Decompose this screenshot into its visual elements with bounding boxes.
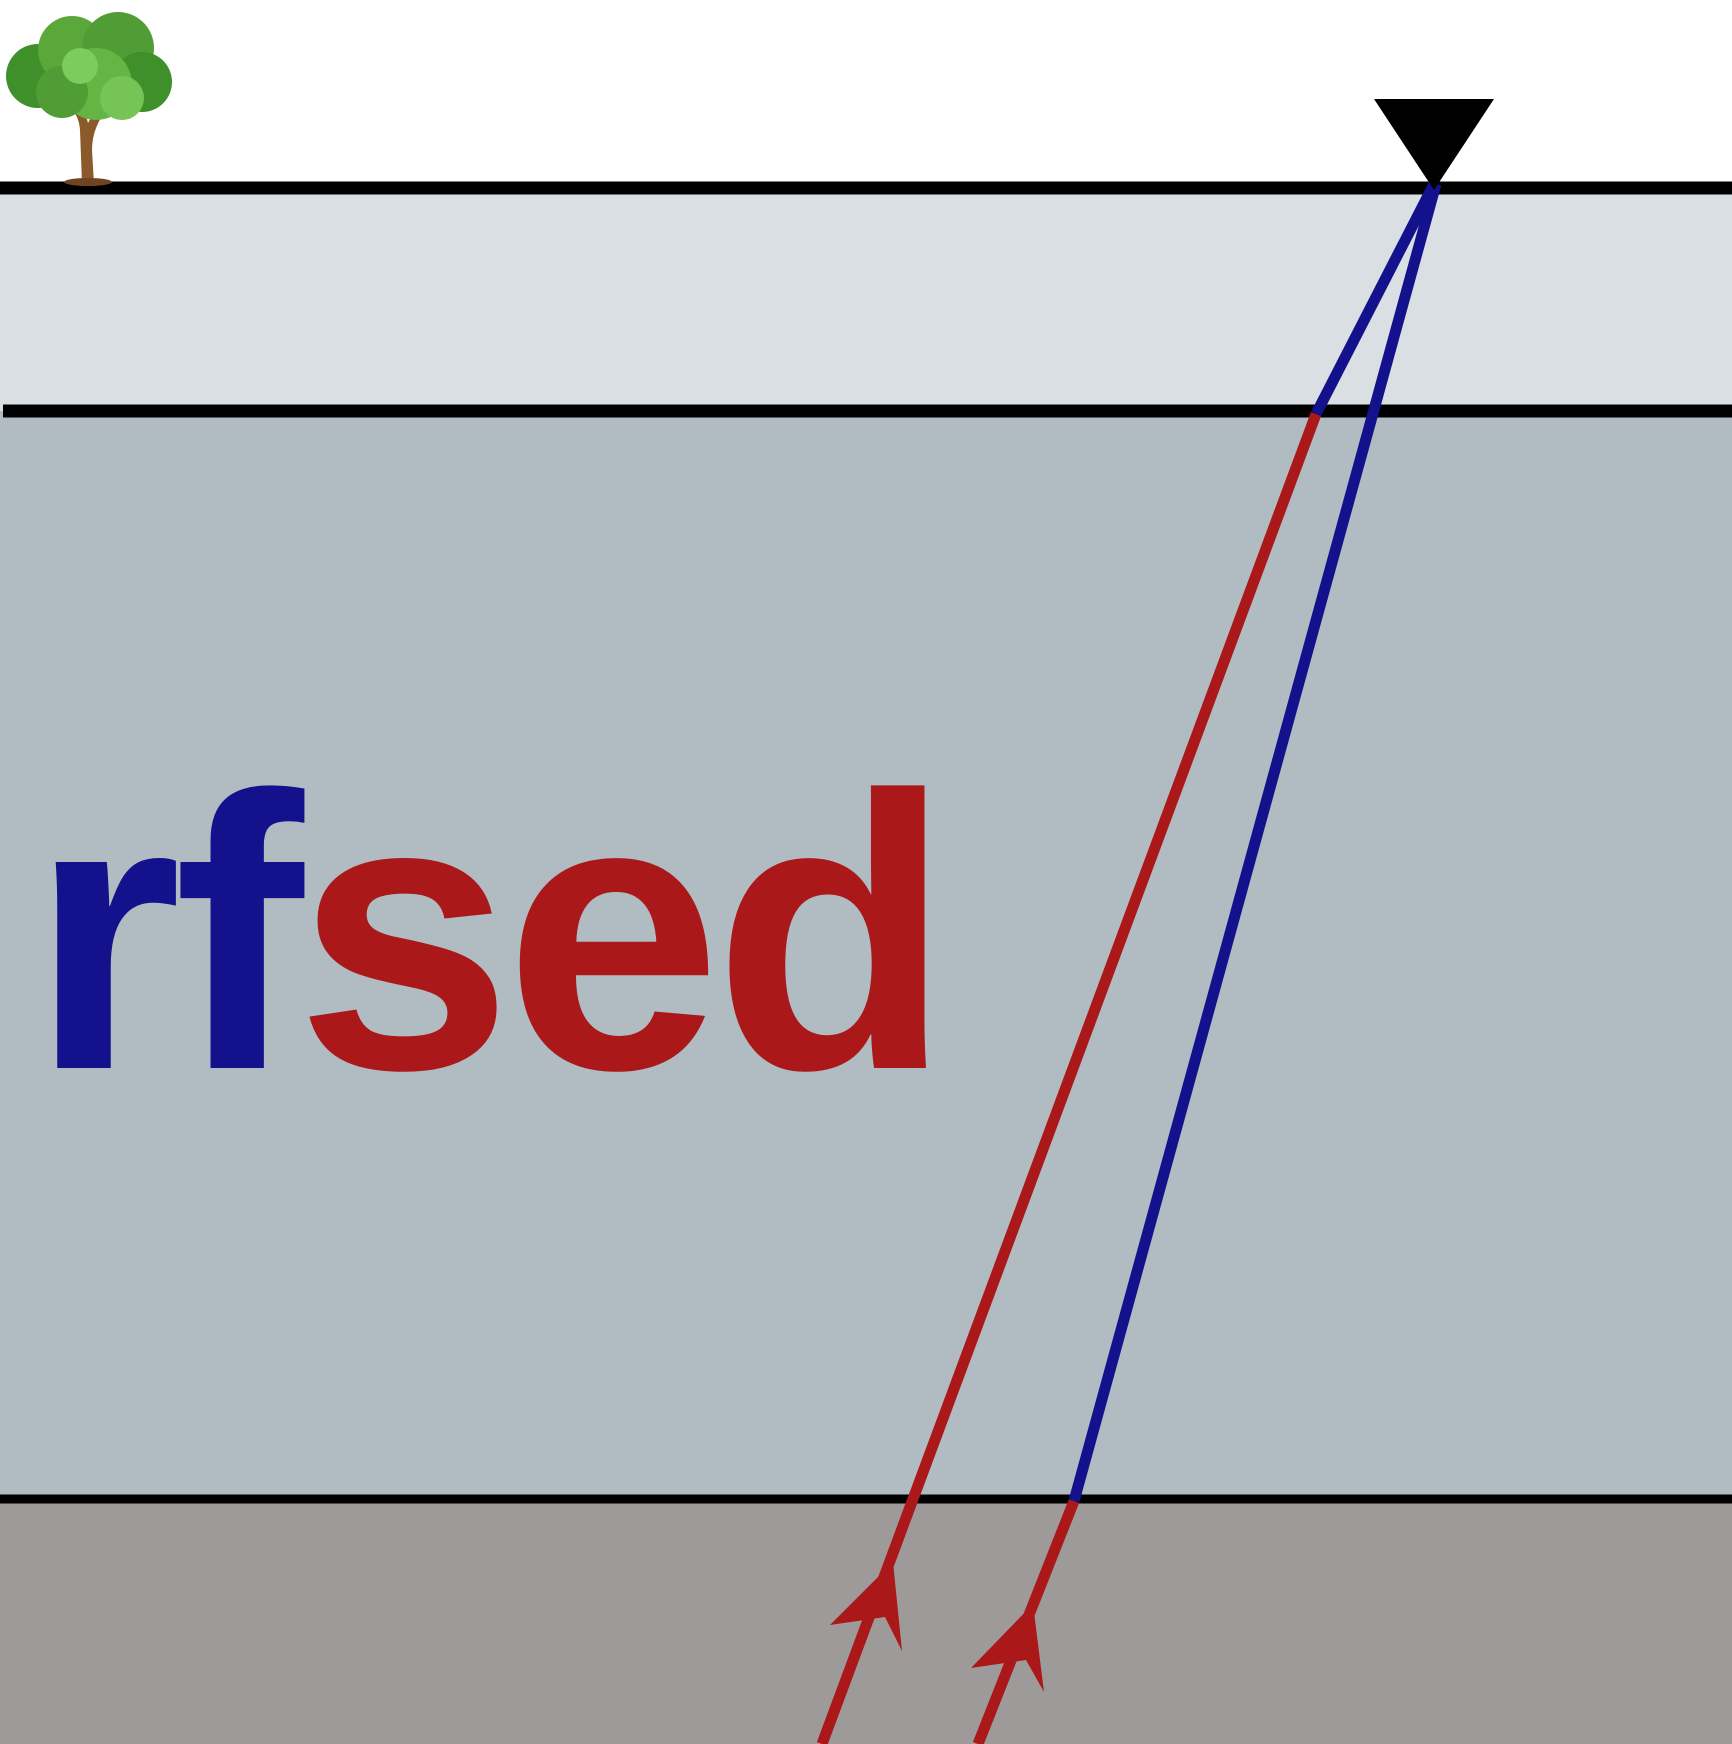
upper-sediment-layer [0,186,1732,411]
logo-text: rfsed [30,715,944,1151]
tree-icon [6,12,172,186]
seismic-station-triangle-icon [1374,99,1494,190]
red-ray-lower-segment [816,412,1322,1744]
arrowhead-icon [971,1604,1044,1692]
red-ray-upper-segment [1311,181,1439,417]
blue-ray-upper-segment [1068,182,1442,1503]
middle-sediment-layer [0,411,1732,1499]
logo-text-sed: sed [296,715,944,1151]
sky-background [0,0,1732,186]
arrowhead-icon [830,1562,902,1651]
red-ray [816,181,1439,1744]
logo-text-rf: rf [30,715,308,1151]
